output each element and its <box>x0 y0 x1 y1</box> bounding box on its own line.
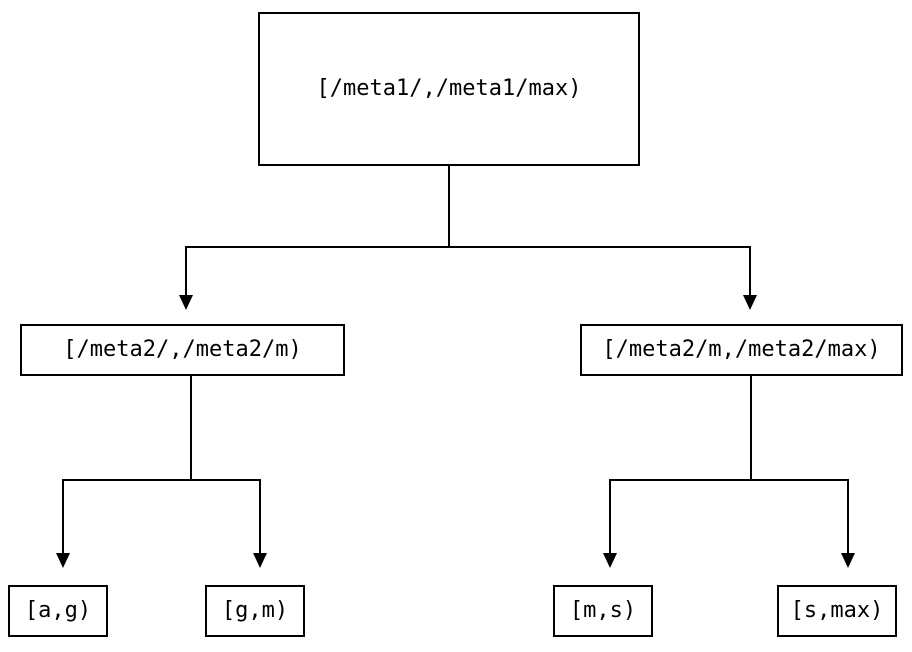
node-mid-right[interactable]: [/meta2/m,/meta2/max) <box>580 324 903 376</box>
edge-mid-right-to-leaf-3 <box>603 376 752 568</box>
node-mid-left-label: [/meta2/,/meta2/m) <box>63 337 302 362</box>
arrowhead-icon <box>253 553 267 568</box>
node-mid-left[interactable]: [/meta2/,/meta2/m) <box>20 324 345 376</box>
node-leaf-3-label: [m,s) <box>569 598 637 623</box>
node-root-label: [/meta1/,/meta1/max) <box>316 76 582 101</box>
arrowhead-icon <box>179 295 193 310</box>
arrowhead-icon <box>743 295 757 310</box>
edge-root-to-mid-right <box>449 246 757 310</box>
node-root[interactable]: [/meta1/,/meta1/max) <box>258 12 640 166</box>
node-mid-right-label: [/meta2/m,/meta2/max) <box>602 337 881 362</box>
node-leaf-2-label: [g,m) <box>221 598 289 623</box>
edge-mid-left-to-leaf-1 <box>56 376 192 568</box>
node-leaf-1-label: [a,g) <box>24 598 92 623</box>
edge-root-to-mid-left <box>179 166 450 310</box>
node-leaf-2[interactable]: [g,m) <box>205 585 305 637</box>
node-leaf-4[interactable]: [s,max) <box>777 585 897 637</box>
edge-mid-left-to-leaf-2 <box>191 479 267 568</box>
arrowhead-icon <box>603 553 617 568</box>
edge-mid-right-to-leaf-4 <box>751 479 855 568</box>
node-leaf-4-label: [s,max) <box>790 598 884 623</box>
arrowhead-icon <box>841 553 855 568</box>
node-leaf-1[interactable]: [a,g) <box>8 585 108 637</box>
arrowhead-icon <box>56 553 70 568</box>
node-leaf-3[interactable]: [m,s) <box>553 585 653 637</box>
